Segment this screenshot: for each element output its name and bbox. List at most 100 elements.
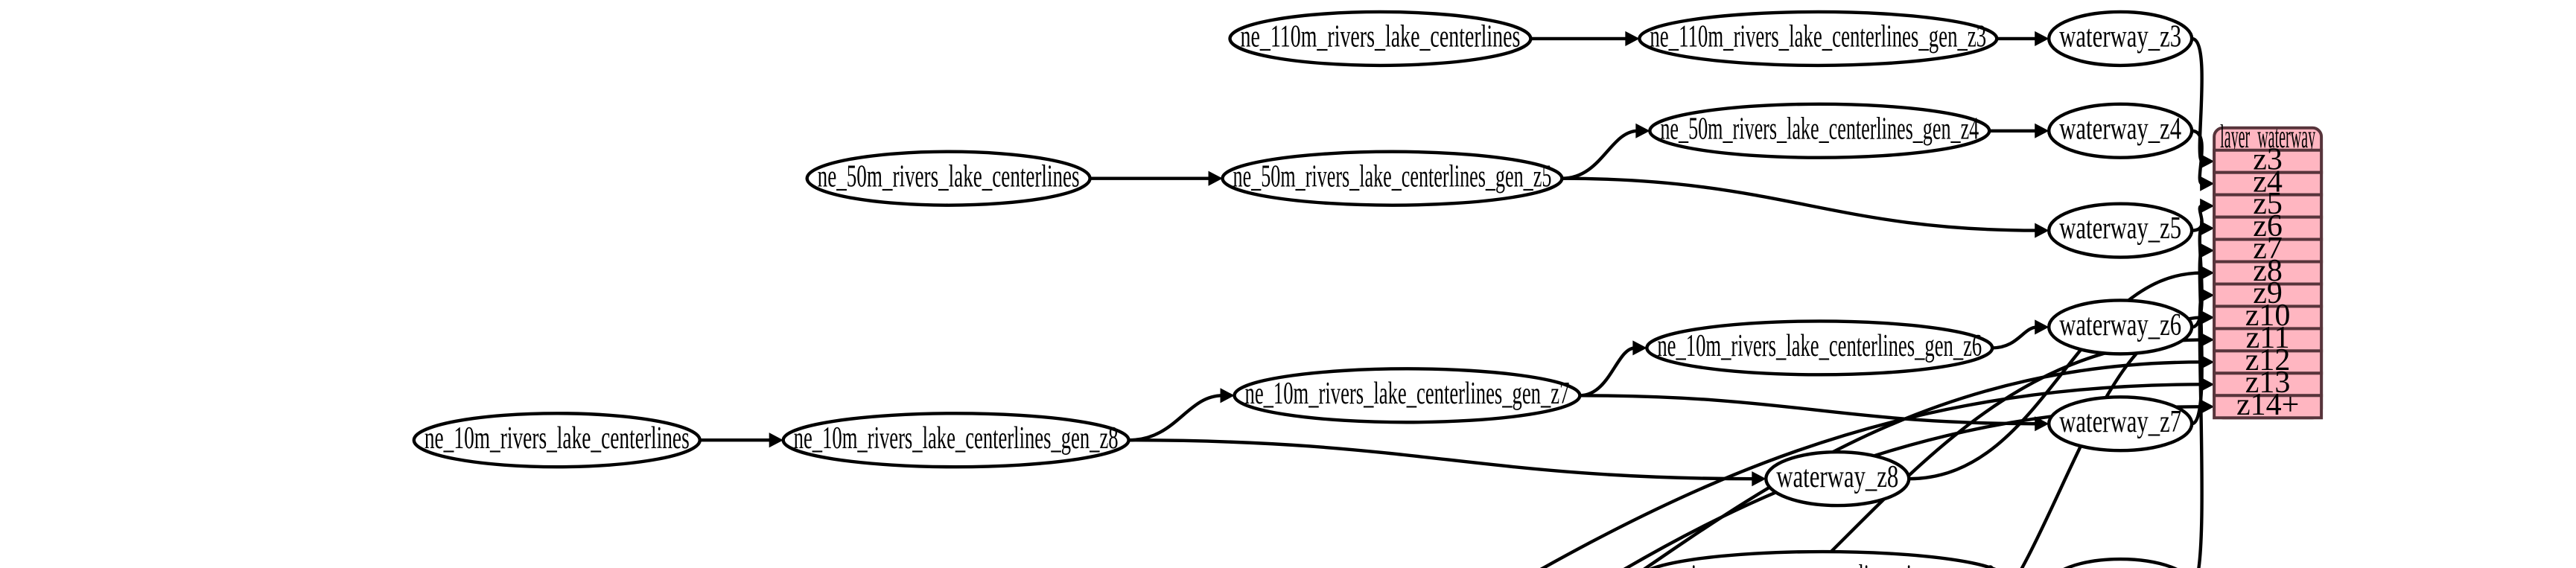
edge-arrowhead [2200, 220, 2215, 236]
graph-node-ne_110m_rivers_lake_centerlines[interactable]: ne_110m_rivers_lake_centerlines [1228, 10, 1533, 68]
node-ellipse[interactable] [1764, 450, 1911, 508]
node-ellipse[interactable] [1645, 319, 1994, 377]
graph-edge [1128, 394, 1223, 442]
node-label: waterway_z6 [2059, 308, 2181, 342]
graph-node-ne_110m_rivers_lake_centerlines_gen_z3[interactable]: ne_110m_rivers_lake_centerlines_gen_z3 [1638, 10, 1999, 68]
edge-arrowhead [2035, 123, 2049, 138]
graph-edge [1580, 346, 1635, 398]
graph-node-waterway_z6[interactable]: waterway_z6 [2047, 299, 2194, 356]
edge-arrowhead [2035, 416, 2049, 432]
table-row-label: z7 [2253, 232, 2283, 266]
node-ellipse[interactable] [2049, 557, 2192, 568]
table-row-label: z12 [2245, 343, 2291, 377]
node-label: ne_10m_rivers_lake_centerlines_gen_z6 [1657, 329, 1982, 363]
edge-arrowhead [1625, 31, 1640, 46]
edge-arrowhead [2200, 287, 2215, 303]
node-label: waterway_z8 [1776, 460, 1898, 494]
table-row-z7[interactable] [2213, 237, 2324, 264]
graph-edge [1539, 383, 2203, 568]
graph-node-ne_10m_rivers_lake_centerlines[interactable]: ne_10m_rivers_lake_centerlines [412, 412, 702, 469]
graph-edge [1992, 325, 2038, 350]
edge-arrowhead [2200, 176, 2215, 191]
table-row-label: z5 [2253, 187, 2283, 221]
graph-node-waterway_z7[interactable]: waterway_z7 [2047, 395, 2194, 453]
node-label: waterway_z4 [2059, 112, 2181, 146]
node-label: ne_10m_rivers_lake_centerlines_gen_z7 [1245, 377, 1570, 411]
table-row-z14+[interactable] [2213, 394, 2324, 420]
edge-arrowhead [2200, 354, 2215, 370]
graph-node-ne_10m_rivers_lake_centerlines_gen_z6[interactable]: ne_10m_rivers_lake_centerlines_gen_z6 [1645, 319, 1994, 377]
node-ellipse[interactable] [412, 412, 702, 469]
edge-arrowhead [1220, 388, 1235, 403]
node-ellipse[interactable] [1233, 367, 1582, 424]
table-row-z11[interactable] [2213, 327, 2324, 353]
edge-arrowhead [2200, 265, 2215, 281]
table-row-label: z11 [2246, 321, 2290, 355]
node-ellipse[interactable] [2047, 395, 2194, 453]
node-ellipse[interactable] [1639, 549, 2006, 568]
graph-edge [2197, 293, 2204, 568]
node-label: waterway_z5 [2059, 211, 2181, 246]
graph-edge [1580, 394, 2038, 426]
table-row-label: z8 [2253, 254, 2283, 288]
graph-edge [1562, 176, 2038, 232]
node-label: waterway_z7 [2059, 405, 2181, 439]
graph-node-ne_10m_rivers_lake_centerlines_gen_z7[interactable]: ne_10m_rivers_lake_centerlines_gen_z7 [1233, 367, 1582, 424]
node-label: osm_important_waterway_linestring_gen_z9 [1650, 560, 1995, 568]
node-label: ne_110m_rivers_lake_centerlines_gen_z3 [1650, 20, 1986, 54]
graph-edge [1909, 271, 2203, 481]
edge-arrowhead [1752, 471, 1766, 487]
node-label: waterway_z3 [2059, 20, 2181, 54]
edge-arrowhead [2200, 399, 2215, 415]
edge-arrowhead [1208, 170, 1223, 186]
node-ellipse[interactable] [2047, 202, 2194, 259]
graph-node-waterway_z4[interactable]: waterway_z4 [2047, 102, 2194, 159]
graph-node-waterway_z3[interactable]: waterway_z3 [2047, 10, 2194, 68]
table-row-z4[interactable] [2213, 170, 2324, 197]
graph-node-ne_10m_rivers_lake_centerlines_gen_z8[interactable]: ne_10m_rivers_lake_centerlines_gen_z8 [781, 412, 1130, 469]
node-label: ne_10m_rivers_lake_centerlines_gen_z8 [794, 421, 1119, 456]
table-row-label: z14+ [2236, 388, 2299, 422]
graph-node-ne_50m_rivers_lake_centerlines_gen_z4[interactable]: ne_50m_rivers_lake_centerlines_gen_z4 [1648, 102, 1991, 159]
node-ellipse[interactable] [1638, 10, 1999, 68]
graph-edge [1812, 338, 2203, 568]
graph-edge [2191, 129, 2204, 185]
edge-arrowhead [1635, 123, 1650, 138]
edge-arrowhead [2035, 31, 2049, 46]
graph-edge [1643, 360, 2203, 568]
node-label: ne_110m_rivers_lake_centerlines [1241, 20, 1521, 54]
edge-arrowhead [2035, 319, 2049, 335]
node-ellipse[interactable] [2047, 102, 2194, 159]
node-ellipse[interactable] [1221, 150, 1564, 207]
graph-node-waterway_z8[interactable]: waterway_z8 [1764, 450, 1911, 508]
table-row-label: z4 [2253, 165, 2283, 199]
graph-node-ne_50m_rivers_lake_centerlines[interactable]: ne_50m_rivers_lake_centerlines [805, 150, 1092, 207]
table-row-label: z3 [2253, 142, 2283, 176]
node-label: ne_50m_rivers_lake_centerlines_gen_z4 [1660, 112, 1979, 146]
table-row-z9[interactable] [2213, 282, 2324, 308]
table-row-z12[interactable] [2213, 349, 2324, 375]
node-label: waterway_z9 [2059, 567, 2181, 568]
graph-node-waterway_z5[interactable]: waterway_z5 [2047, 202, 2194, 259]
node-layer: imposm3osm_waterway_linestringosm_import… [412, 10, 2324, 568]
table-title: layer_waterway [2220, 118, 2315, 155]
graph-node-osm_important_waterway_linestring_gen_z9[interactable]: osm_important_waterway_linestring_gen_z9 [1639, 549, 2006, 568]
node-ellipse[interactable] [805, 150, 1092, 207]
graph-node-ne_50m_rivers_lake_centerlines_gen_z5[interactable]: ne_50m_rivers_lake_centerlines_gen_z5 [1221, 150, 1564, 207]
node-ellipse[interactable] [1648, 102, 1991, 159]
table-row-label: z13 [2245, 366, 2291, 400]
graph-edge [1562, 129, 1638, 180]
node-ellipse[interactable] [1228, 10, 1533, 68]
edge-arrowhead [769, 433, 783, 448]
layer-waterway-table[interactable]: layer_waterwayz3z4z5z6z7z8z9z10z11z12z13… [2213, 118, 2324, 422]
table-row-label: z6 [2253, 209, 2283, 243]
node-ellipse[interactable] [2047, 299, 2194, 356]
graph-node-waterway_z9[interactable]: waterway_z9 [2049, 557, 2192, 568]
edge-arrowhead [2200, 198, 2215, 214]
node-ellipse[interactable] [781, 412, 1130, 469]
table-row-label: z10 [2245, 299, 2291, 333]
node-label: ne_10m_rivers_lake_centerlines [424, 421, 690, 456]
edge-arrowhead [2200, 377, 2215, 392]
node-ellipse[interactable] [2047, 10, 2194, 68]
